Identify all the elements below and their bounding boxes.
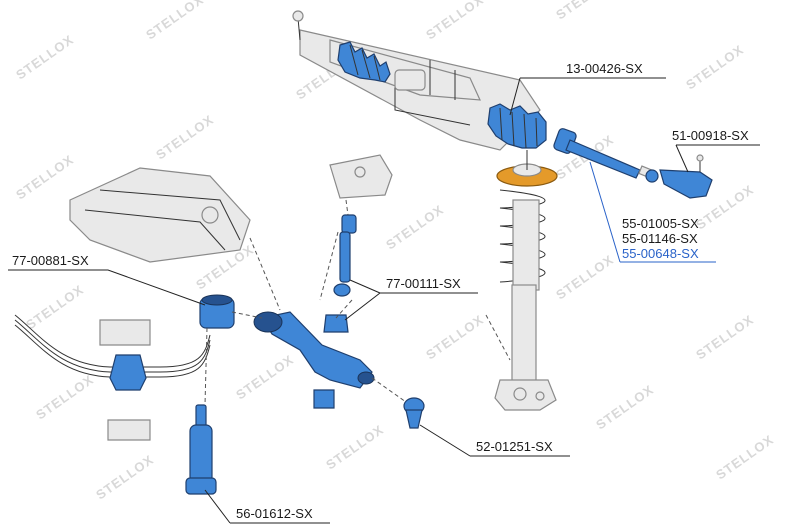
assembly-line xyxy=(204,199,511,406)
tie-rod-end[interactable] xyxy=(645,154,713,199)
watermark-text: STELLOX xyxy=(233,352,296,403)
rack-boot-left[interactable] xyxy=(337,41,391,83)
label-ball-joint[interactable]: 52-01251-SX xyxy=(476,439,553,454)
strut-mount[interactable] xyxy=(496,150,558,187)
stabilizer-bushing[interactable] xyxy=(199,294,235,329)
label-stabilizer-bushing[interactable]: 77-00881-SX xyxy=(12,253,89,268)
leader-stabilizer-bushing xyxy=(8,269,206,306)
watermark-text: STELLOX xyxy=(323,422,386,473)
coil-spring[interactable] xyxy=(499,189,546,291)
watermark-text: STELLOX xyxy=(423,312,486,363)
watermark-text: STELLOX xyxy=(713,432,776,483)
label-rack[interactable]: 13-00426-SX xyxy=(566,61,643,76)
watermark-text: STELLOX xyxy=(93,452,156,503)
watermark-text: STELLOX xyxy=(553,252,616,303)
leader-ball-joint xyxy=(419,424,570,457)
watermark-text: STELLOX xyxy=(683,42,746,93)
stabilizer-bushing-lower[interactable] xyxy=(109,354,147,391)
label-tie-rod-end[interactable]: 51-00918-SX xyxy=(672,128,749,143)
upper-link-rod[interactable] xyxy=(333,214,357,297)
watermark-text: STELLOX xyxy=(593,382,656,433)
label-control-arm-bushing[interactable]: 77-00111-SX xyxy=(386,276,461,291)
leader-stabilizer-link xyxy=(204,489,330,524)
label-inner-tie-rod-1[interactable]: 55-01005-SX xyxy=(622,216,699,231)
watermark-text: STELLOX xyxy=(33,372,96,423)
lower-control-arm[interactable] xyxy=(253,311,375,389)
strut-body[interactable] xyxy=(494,284,557,411)
watermark-text: STELLOX xyxy=(383,202,446,253)
leader-inner-tie-rod xyxy=(589,161,716,263)
label-inner-tie-rod-2[interactable]: 55-01146-SX xyxy=(622,231,698,246)
watermark-text: STELLOX xyxy=(153,112,216,163)
leader-rack xyxy=(509,77,666,116)
watermark-text: STELLOX xyxy=(423,0,486,42)
leader-control-arm-bushing xyxy=(344,279,478,321)
watermark-text: STELLOX xyxy=(23,282,86,333)
ball-joint[interactable] xyxy=(403,397,425,429)
watermark-text: STELLOX xyxy=(13,32,76,83)
leader-tie-rod-end xyxy=(675,144,760,173)
watermark-text: STELLOX xyxy=(13,152,76,203)
stabilizer-link[interactable] xyxy=(185,404,217,495)
stabilizer-bracket[interactable] xyxy=(99,319,151,441)
watermark-text: STELLOX xyxy=(553,0,616,22)
label-inner-tie-rod-3[interactable]: 55-00648-SX xyxy=(622,246,699,261)
label-stabilizer-link[interactable]: 56-01612-SX xyxy=(236,506,313,521)
control-arm-bushing[interactable] xyxy=(313,314,349,409)
watermark-text: STELLOX xyxy=(693,312,756,363)
inner-tie-rod[interactable] xyxy=(553,128,654,179)
subframe[interactable] xyxy=(69,154,393,263)
watermark-text: STELLOX xyxy=(143,0,206,42)
